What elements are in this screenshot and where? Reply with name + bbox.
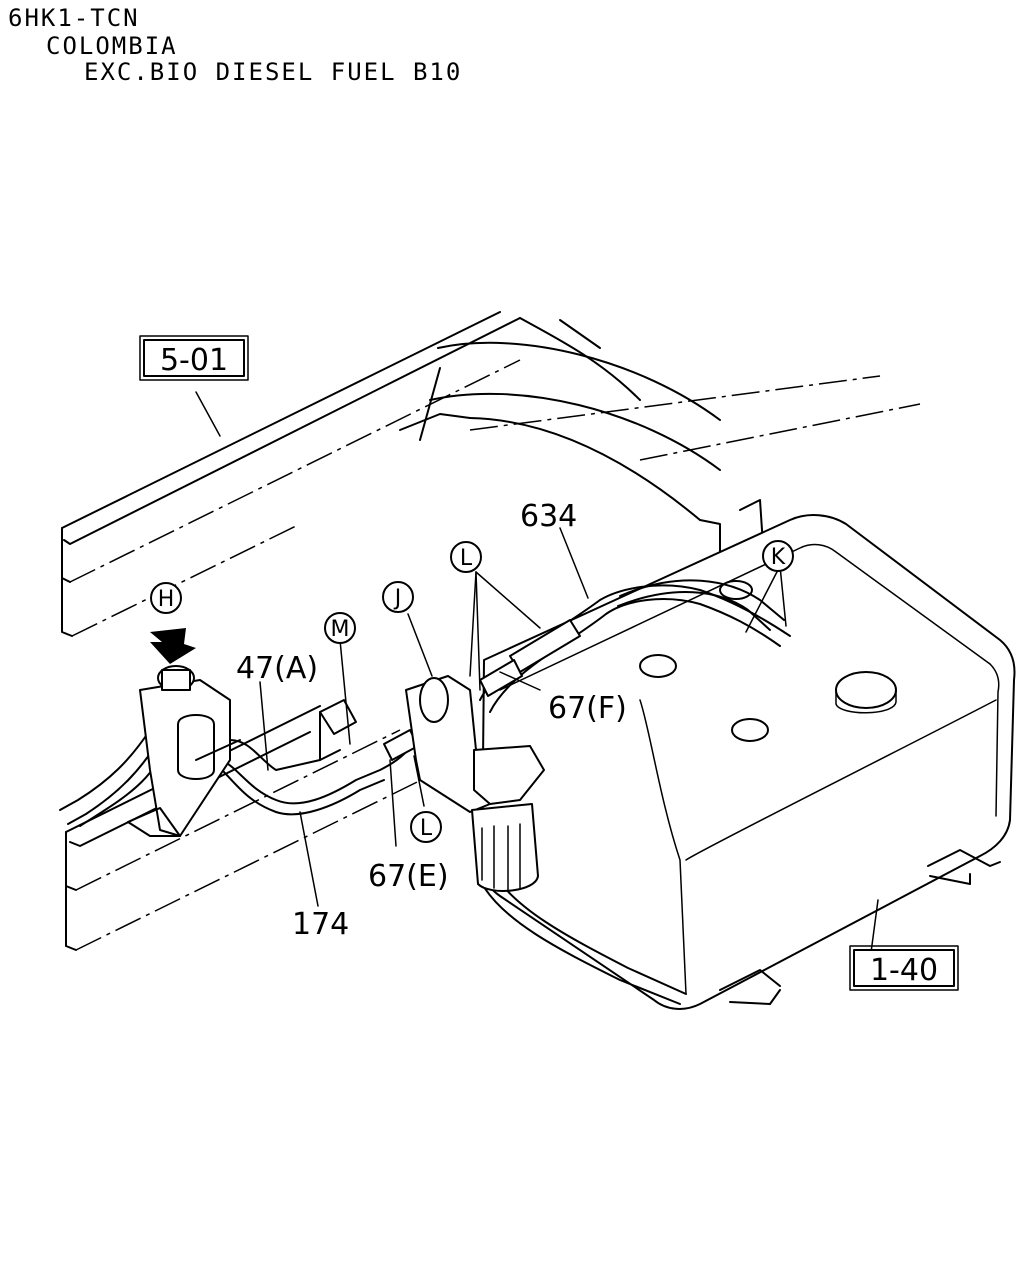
view-marker-l-top-label: L xyxy=(460,546,473,571)
header-market: COLOMBIA xyxy=(46,32,178,60)
leader-lines xyxy=(195,391,879,961)
water-separator xyxy=(127,665,357,837)
ref-box-frame[interactable]: 5-01 xyxy=(139,335,249,381)
fuel-tank xyxy=(481,514,1016,1010)
view-marker-j-label: J xyxy=(393,586,402,611)
part-label-47a[interactable]: 47(A) xyxy=(236,651,318,686)
fuel-filter-assembly xyxy=(405,675,545,892)
frame-rails xyxy=(61,311,921,951)
view-marker-l-bottom[interactable]: L xyxy=(410,811,442,843)
view-marker-l-top[interactable]: L xyxy=(450,541,482,573)
view-marker-l-bottom-label: L xyxy=(420,816,433,841)
fuel-lines xyxy=(59,579,791,1005)
part-label-67e[interactable]: 67(E) xyxy=(368,859,449,894)
view-marker-m-label: M xyxy=(331,617,350,642)
view-marker-k-label: K xyxy=(771,545,786,570)
view-arrow-h xyxy=(150,628,196,664)
part-label-67f[interactable]: 67(F) xyxy=(548,691,627,726)
view-marker-h[interactable]: H xyxy=(150,582,182,614)
view-marker-h-label: H xyxy=(158,587,175,612)
ref-box-fuel-tank[interactable]: 1-40 xyxy=(849,945,959,991)
part-label-634[interactable]: 634 xyxy=(520,499,577,534)
view-marker-j[interactable]: J xyxy=(382,581,414,613)
view-marker-k[interactable]: K xyxy=(762,540,794,572)
ref-box-fuel-tank-label: 1-40 xyxy=(870,953,938,988)
header-model: 6HK1-TCN xyxy=(8,4,140,32)
ref-box-frame-label: 5-01 xyxy=(160,343,228,378)
view-marker-m[interactable]: M xyxy=(324,612,356,644)
part-label-174[interactable]: 174 xyxy=(292,907,349,942)
header-spec: EXC.BIO DIESEL FUEL B10 xyxy=(84,58,463,86)
